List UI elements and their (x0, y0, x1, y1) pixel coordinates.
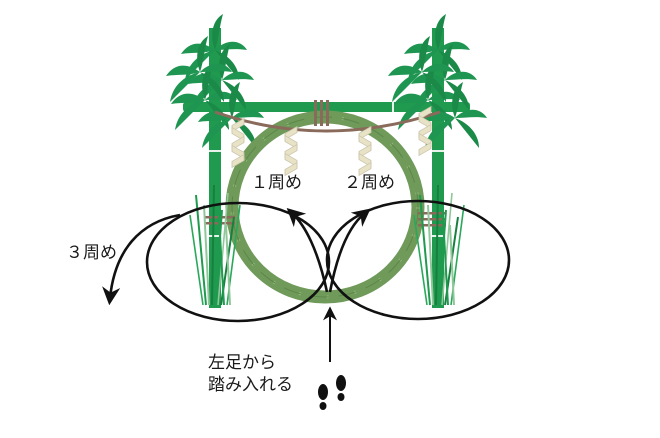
footprints-icon (318, 375, 346, 410)
lap1-arrow (286, 208, 329, 293)
lap3-arrow (102, 213, 181, 306)
right-loop (325, 199, 511, 321)
start-instruction-line2: 踏み入れる (208, 375, 293, 395)
start-instruction: 左足から 踏み入れる (208, 352, 293, 396)
lap1-label: １周め (251, 173, 302, 193)
right-bamboo-leaves (388, 14, 487, 148)
figure-eight-path (102, 199, 511, 362)
start-instruction-line1: 左足から (208, 353, 276, 373)
grass-ring (225, 110, 425, 304)
lap2-label: ２周め (344, 173, 395, 193)
lap2-arrow (328, 208, 371, 293)
left-loop (145, 201, 331, 323)
left-bamboo-leaves (166, 14, 264, 148)
lap3-label: ３周め (66, 243, 117, 263)
